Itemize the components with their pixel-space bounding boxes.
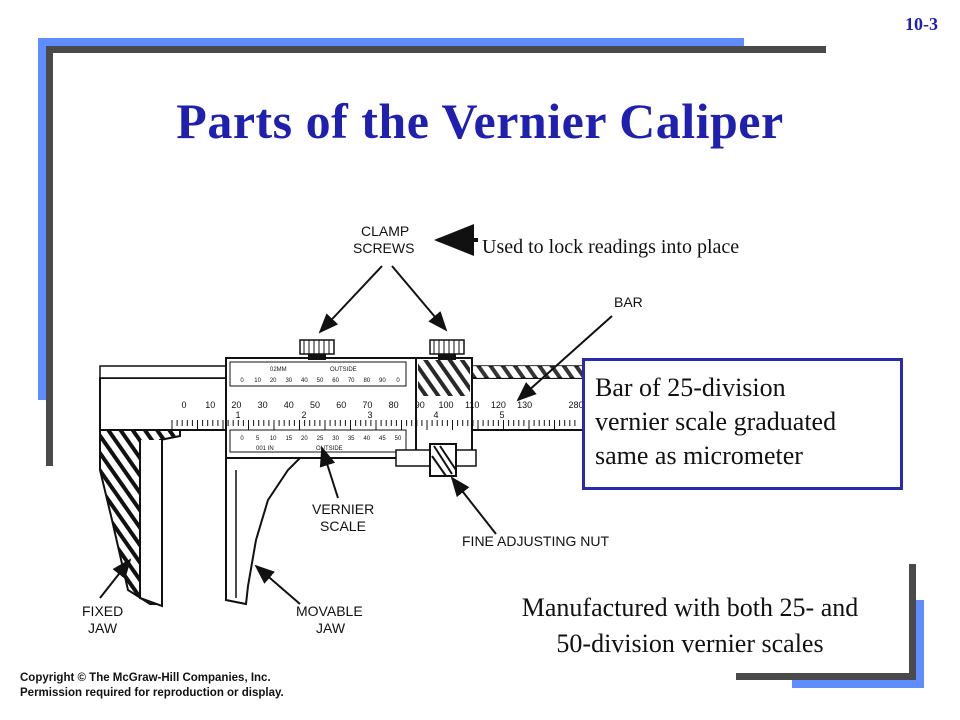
lower-vernier-label: 5 (256, 436, 260, 442)
bar-scale-label: 40 (284, 400, 294, 410)
slide-title: Parts of the Vernier Caliper (176, 93, 784, 149)
lower-vernier-label: 40 (363, 436, 370, 442)
upper-vernier-label: 90 (379, 378, 386, 384)
upper-vernier-label: 10 (254, 378, 261, 384)
bar-note-line3: same as micrometer (595, 441, 803, 470)
lower-vernier-label: 20 (301, 436, 308, 442)
clamp-screw-left (299, 339, 335, 360)
lower-vernier-label: 15 (285, 436, 292, 442)
bar-scale-label: 20 (231, 400, 241, 410)
bar-note-line1: Bar of 25-division (595, 373, 786, 402)
bar-scale-label: 120 (491, 400, 506, 410)
fixed-jaw-arrow (99, 558, 132, 599)
bar-arrow (516, 315, 613, 402)
clamp-arrow-left (318, 265, 383, 334)
manufacturing-note-line1: Manufactured with both 25- and (521, 593, 859, 622)
lower-vernier-label: 10 (270, 436, 277, 442)
upper-vernier-caption: 02MM (270, 367, 287, 373)
lower-vernier-label: 30 (332, 436, 339, 442)
lower-vernier-label: 45 (379, 436, 386, 442)
bar-inch-label: 5 (499, 410, 504, 420)
manufacturing-note-line2: 50-division vernier scales (556, 629, 824, 658)
vernier-scale-label-line2: SCALE (320, 518, 366, 534)
frame-bottom-blue-bar (792, 680, 924, 688)
upper-vernier-label: 0 (240, 378, 244, 384)
upper-vernier-label: 60 (332, 378, 339, 384)
manufacturing-note: Manufactured with both 25- and 50-divisi… (470, 590, 910, 662)
lower-vernier-caption-2: OUTSIDE (316, 446, 343, 452)
clamp-screws-label-line2: SCREWS (353, 240, 414, 256)
frame-top-blue-bar (38, 38, 744, 46)
copyright-line2: Permission required for reproduction or … (20, 687, 284, 699)
fixed-jaw-label-line1: FIXED (82, 603, 123, 619)
bar-inch-label: 4 (433, 410, 438, 420)
movable-jaw-label-line1: MOVABLE (296, 603, 363, 619)
fine-adjusting-nut-label: FINE ADJUSTING NUT (462, 533, 609, 549)
clamp-screw-right (429, 339, 465, 360)
lower-vernier-plate (229, 429, 407, 453)
bar-scale-label: 60 (336, 400, 346, 410)
upper-vernier-label: 40 (301, 378, 308, 384)
fixed-jaw-label-line2: JAW (88, 620, 118, 636)
bar-scale-label: 90 (415, 400, 425, 410)
fine-adjusting-nut (395, 443, 477, 477)
lower-vernier-label: 25 (317, 436, 324, 442)
lower-vernier-label: 50 (395, 436, 402, 442)
frame-right-blue-bar (916, 600, 924, 688)
frame-top-gray-bar (46, 46, 826, 53)
clamp-callout-text: Used to lock readings into place (482, 236, 740, 258)
lower-vernier-label: 0 (240, 436, 244, 442)
vernier-scale-label-line1: VERNIER (312, 501, 374, 517)
bar-scale-label: 50 (310, 400, 320, 410)
bar-scale-label: 70 (362, 400, 372, 410)
bar-scale-label: 80 (389, 400, 399, 410)
upper-vernier-label: 20 (270, 378, 277, 384)
upper-vernier-label: 50 (317, 378, 324, 384)
clamp-arrow-right (391, 265, 448, 332)
frame-bottom-gray-bar (736, 673, 916, 680)
bar-note-box: Bar of 25-division vernier scale graduat… (582, 358, 903, 490)
bar-scale-label: 30 (258, 400, 268, 410)
bar-scale-label: 10 (205, 400, 215, 410)
fixed-jaw-outline (139, 440, 163, 608)
fine-nut-arrow (450, 476, 497, 535)
bar-inch-label: 1 (235, 410, 240, 420)
lower-vernier-caption: 001 IN (256, 446, 274, 452)
copyright-notice: Copyright © The McGraw-Hill Companies, I… (20, 671, 284, 701)
vernier-scale-arrow (319, 446, 339, 499)
movable-jaw (225, 457, 303, 606)
upper-vernier-plate (229, 361, 407, 387)
bar-inch-label: 3 (367, 410, 372, 420)
lower-vernier-label: 35 (348, 436, 355, 442)
upper-vernier-label: 70 (348, 378, 355, 384)
frame-right-gray-bar (909, 564, 916, 680)
frame-left-blue-bar (38, 38, 46, 400)
sliding-frame-right-hatch (418, 360, 470, 396)
bar-scale-label: 130 (517, 400, 532, 410)
bar-scale-label: 100 (438, 400, 453, 410)
upper-vernier-label: 80 (363, 378, 370, 384)
copyright-line1: Copyright © The McGraw-Hill Companies, I… (20, 672, 271, 684)
bar-note-line2: vernier scale graduated (595, 407, 837, 436)
upper-vernier-caption-2: OUTSIDE (330, 367, 357, 373)
movable-jaw-arrow (254, 564, 301, 605)
bar-scale-label: 0 (181, 400, 186, 410)
slide-number: 10-3 (905, 14, 938, 34)
bar-inch-label: 2 (301, 410, 306, 420)
clamp-screws-label-line1: CLAMP (361, 223, 409, 239)
bar-scale-label: 280 (568, 400, 583, 410)
upper-vernier-label: 0 (396, 378, 400, 384)
movable-jaw-label-line2: JAW (316, 620, 346, 636)
upper-vernier-label: 30 (285, 378, 292, 384)
frame-left-gray-bar (46, 46, 53, 466)
bar-scale-label: 110 (465, 400, 479, 410)
bar-label: BAR (614, 294, 643, 310)
